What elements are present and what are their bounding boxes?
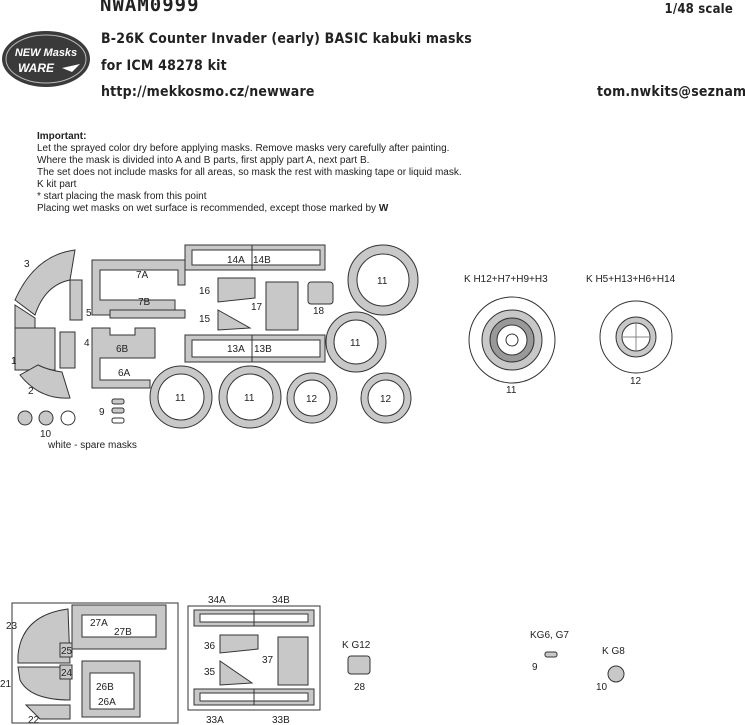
- label-25: 25: [61, 646, 73, 657]
- label-3: 3: [24, 259, 30, 270]
- instruction-line: * start placing the mask from this point: [37, 191, 207, 202]
- instruction-line: K kit part: [37, 179, 77, 190]
- label-23: 23: [6, 621, 18, 632]
- mask-7b-bar: [109, 309, 186, 319]
- mask-6: [91, 327, 156, 389]
- label-35: 35: [204, 667, 216, 678]
- bottom-loose-parts: K G12 28 KG6, G7 9 K G8 10: [342, 630, 625, 693]
- label-15: 15: [199, 314, 211, 325]
- instruction-line: Let the sprayed color dry before applyin…: [37, 143, 450, 154]
- label-5: 5: [86, 308, 92, 319]
- wheel-right-num: 12: [630, 376, 642, 387]
- label-7b: 7B: [138, 297, 151, 308]
- label-28: 28: [354, 682, 366, 693]
- instructions-heading: Important:: [37, 131, 87, 142]
- label-33b: 33B: [272, 715, 290, 725]
- label-1: 1: [11, 356, 17, 367]
- label-9: 9: [99, 407, 105, 418]
- label-6a: 6A: [118, 368, 131, 379]
- label-12b: 12: [380, 394, 392, 405]
- label-7a: 7A: [136, 270, 149, 281]
- label-22: 22: [28, 715, 40, 725]
- instruction-line: Placing wet masks on wet surface is reco…: [37, 203, 389, 214]
- label-17: 17: [251, 302, 263, 313]
- label-10: 10: [40, 429, 52, 440]
- mask-2: [19, 364, 71, 399]
- mask-17: [265, 281, 299, 331]
- product-subtitle: for ICM 48278 kit: [101, 58, 227, 74]
- label-6b: 6B: [116, 344, 129, 355]
- mask-15: [217, 309, 252, 331]
- label-9b: 9: [532, 662, 538, 673]
- label-34a: 34A: [208, 595, 226, 606]
- bottom-mask-sheet-2: 34A 34B 36 35 37 33A 33B: [187, 595, 321, 725]
- logo-line2: WARE: [18, 61, 55, 75]
- label-14b: 14B: [253, 255, 271, 266]
- label-21: 21: [0, 679, 12, 690]
- wheel-left-parts: K H12+H7+H9+H3: [464, 274, 548, 285]
- instructions: Important: Let the sprayed color dry bef…: [37, 131, 462, 215]
- label-16: 16: [199, 286, 211, 297]
- label-4: 4: [84, 338, 90, 349]
- label-13b: 13B: [254, 344, 272, 355]
- mask-5: [69, 279, 83, 321]
- bottom-mask-sheet-1: 23 21 22 25 24 27A 27B 26B 26A: [0, 602, 179, 725]
- mask-1: [14, 327, 56, 371]
- label-36: 36: [204, 641, 216, 652]
- label-10b: 10: [596, 682, 608, 693]
- spare-masks-note: white - spare masks: [48, 440, 137, 451]
- label-26a: 26A: [98, 697, 116, 708]
- label-11a: 11: [377, 276, 388, 287]
- mask-3: [14, 249, 76, 316]
- label-33a: 33A: [206, 715, 224, 725]
- label-11b: 11: [350, 338, 361, 349]
- top-mask-sheet: 3 5 4 1 2 7A 7B 6B 6A 14A 14B 13A 13B 16…: [11, 244, 419, 440]
- label-18: 18: [313, 306, 325, 317]
- label-24: 24: [61, 668, 73, 679]
- label-kg8: K G8: [602, 646, 625, 657]
- wheel-right-parts: K H5+H13+H6+H14: [586, 274, 676, 285]
- scale-label: 1/48 scale: [664, 2, 733, 17]
- label-26b: 26B: [96, 682, 114, 693]
- new-ware-logo: NEW Masks WARE: [2, 31, 90, 87]
- product-title: B-26K Counter Invader (early) BASIC kabu…: [101, 31, 472, 47]
- product-code: NWAM0999: [100, 0, 200, 16]
- label-12a: 12: [306, 394, 318, 405]
- wheel-left-num: 11: [506, 385, 517, 396]
- mask-18: [307, 281, 334, 305]
- mask-4: [59, 331, 76, 369]
- label-kg67: KG6, G7: [530, 630, 569, 641]
- label-11d: 11: [244, 393, 255, 404]
- label-37: 37: [262, 655, 274, 666]
- instruction-line: The set does not include masks for all a…: [37, 167, 462, 178]
- label-27b: 27B: [114, 627, 132, 638]
- label-11c: 11: [175, 393, 186, 404]
- label-14a: 14A: [227, 255, 245, 266]
- mask-16: [217, 277, 256, 303]
- wheel-diagrams: K H12+H7+H9+H3 K H5+H13+H6+H14 11 12: [464, 274, 676, 396]
- label-27a: 27A: [90, 618, 108, 629]
- label-34b: 34B: [272, 595, 290, 606]
- logo-line1: NEW Masks: [15, 47, 77, 59]
- contact-email[interactable]: tom.nwkits@seznam.cz: [597, 84, 745, 100]
- wet-symbol-icon: W: [378, 203, 389, 214]
- instruction-line: Where the mask is divided into A and B p…: [37, 155, 370, 166]
- label-kg12: K G12: [342, 640, 371, 651]
- label-2: 2: [28, 386, 34, 397]
- label-13a: 13A: [227, 344, 245, 355]
- website-url[interactable]: http://mekkosmo.cz/newware: [101, 84, 315, 100]
